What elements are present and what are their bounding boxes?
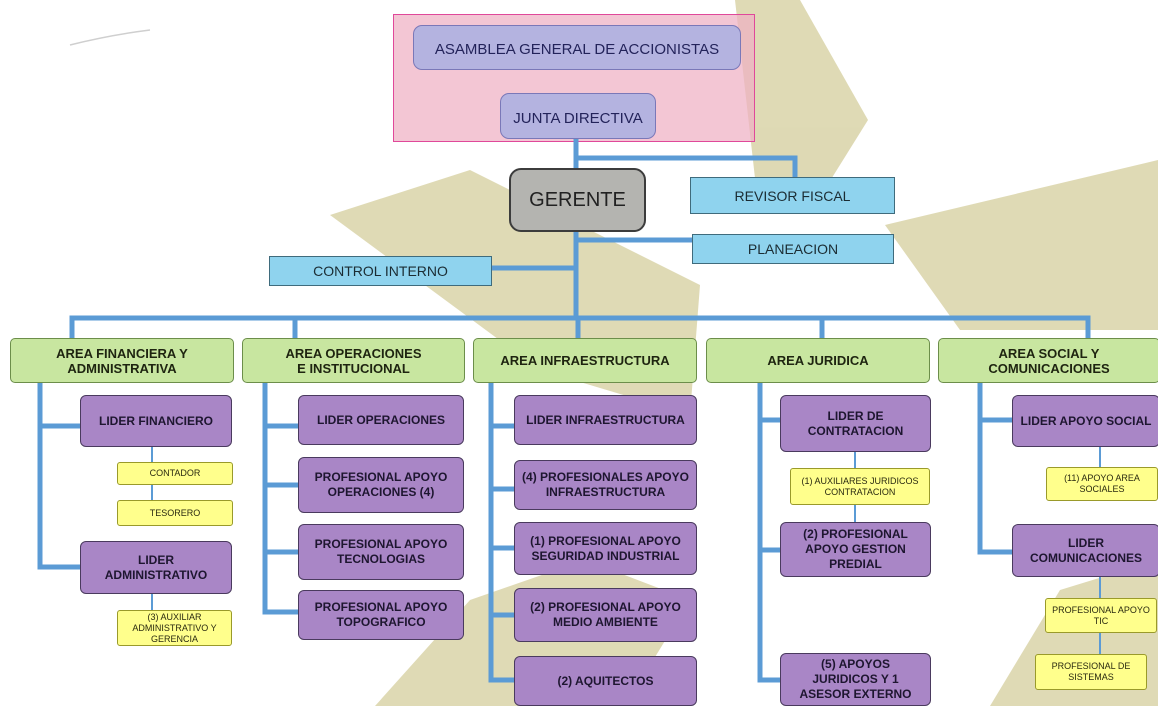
area-operaciones-label: AREA OPERACIONES E INSTITUCIONAL: [285, 345, 422, 376]
profesional-apoyo-medio-ambiente-label: (2) PROFESIONAL APOYO MEDIO AMBIENTE: [530, 600, 681, 629]
profesional-apoyo-topografico-label: PROFESIONAL APOYO TOPOGRAFICO: [314, 600, 448, 629]
profesional-apoyo-predial-box: (2) PROFESIONAL APOYO GESTION PREDIAL: [780, 522, 931, 577]
profesional-sistemas-label: PROFESIONAL DE SISTEMAS: [1051, 661, 1131, 682]
profesional-sistemas-box: PROFESIONAL DE SISTEMAS: [1035, 654, 1147, 690]
auxiliares-juridicos-label: (1) AUXILIARES JURIDICOS CONTRATACION: [801, 475, 919, 497]
auxiliares-juridicos-box: (1) AUXILIARES JURIDICOS CONTRATACION: [790, 468, 930, 505]
area-financiera-label: AREA FINANCIERA Y ADMINISTRATIVA: [56, 345, 188, 376]
area-social-label: AREA SOCIAL Y COMUNICACIONES: [988, 345, 1110, 376]
aquitectos-box: (2) AQUITECTOS: [514, 656, 697, 706]
asamblea-label: ASAMBLEA GENERAL DE ACCIONISTAS: [434, 41, 720, 58]
area-social-box: AREA SOCIAL Y COMUNICACIONES: [938, 338, 1158, 383]
junta-box: JUNTA DIRECTIVA: [500, 93, 656, 139]
gerente-label: GERENTE: [529, 188, 626, 211]
profesionales-apoyo-infraestructura-label: (4) PROFESIONALES APOYO INFRAESTRUCTURA: [522, 470, 689, 499]
lider-operaciones-label: LIDER OPERACIONES: [316, 412, 445, 427]
planeacion-label: PLANEACION: [747, 241, 839, 257]
revisor-fiscal-label: REVISOR FISCAL: [734, 187, 851, 204]
profesional-apoyo-operaciones-label: PROFESIONAL APOYO OPERACIONES (4): [314, 470, 448, 499]
profesional-apoyo-tecnologias-label: PROFESIONAL APOYO TECNOLOGIAS: [314, 537, 448, 566]
planeacion-box: PLANEACION: [692, 234, 894, 264]
lider-contratacion-label: LIDER DE CONTRATACION: [807, 408, 904, 438]
gerente-box: GERENTE: [509, 168, 646, 232]
area-juridica-label: AREA JURIDICA: [767, 353, 869, 368]
apoyos-juridicos-box: (5) APOYOS JURIDICOS Y 1 ASESOR EXTERNO: [780, 653, 931, 706]
profesional-apoyo-operaciones-box: PROFESIONAL APOYO OPERACIONES (4): [298, 457, 464, 513]
profesionales-apoyo-infraestructura-box: (4) PROFESIONALES APOYO INFRAESTRUCTURA: [514, 460, 697, 510]
profesional-apoyo-tic-label: PROFESIONAL APOYO TIC: [1052, 604, 1150, 626]
aquitectos-label: (2) AQUITECTOS: [557, 673, 654, 688]
lider-financiero-box: LIDER FINANCIERO: [80, 395, 232, 447]
asamblea-box: ASAMBLEA GENERAL DE ACCIONISTAS: [413, 25, 741, 70]
apoyo-area-sociales-box: (11) APOYO AREA SOCIALES: [1046, 467, 1158, 501]
control-interno-label: CONTROL INTERNO: [313, 263, 448, 279]
area-juridica-box: AREA JURIDICA: [706, 338, 930, 383]
profesional-apoyo-seguridad-label: (1) PROFESIONAL APOYO SEGURIDAD INDUSTRI…: [530, 533, 681, 563]
lider-administrativo-label: LIDER ADMINISTRATIVO: [104, 552, 208, 582]
auxiliar-administrativo-label: (3) AUXILIAR ADMINISTRATIVO Y GERENCIA: [132, 611, 217, 644]
revisor-fiscal-box: REVISOR FISCAL: [690, 177, 895, 214]
area-infraestructura-label: AREA INFRAESTRUCTURA: [500, 353, 670, 368]
lider-comunicaciones-label: LIDER COMUNICACIONES: [1029, 535, 1142, 565]
profesional-apoyo-tecnologias-box: PROFESIONAL APOYO TECNOLOGIAS: [298, 524, 464, 580]
control-interno-box: CONTROL INTERNO: [269, 256, 492, 286]
profesional-apoyo-predial-label: (2) PROFESIONAL APOYO GESTION PREDIAL: [803, 527, 908, 571]
lider-contratacion-box: LIDER DE CONTRATACION: [780, 395, 931, 452]
tesorero-label: TESORERO: [149, 507, 201, 518]
area-financiera-box: AREA FINANCIERA Y ADMINISTRATIVA: [10, 338, 234, 383]
lider-infraestructura-box: LIDER INFRAESTRUCTURA: [514, 395, 697, 445]
profesional-apoyo-topografico-box: PROFESIONAL APOYO TOPOGRAFICO: [298, 590, 464, 640]
lider-apoyo-social-box: LIDER APOYO SOCIAL: [1012, 395, 1158, 447]
lider-apoyo-social-label: LIDER APOYO SOCIAL: [1020, 413, 1152, 428]
tesorero-box: TESORERO: [117, 500, 233, 526]
profesional-apoyo-seguridad-box: (1) PROFESIONAL APOYO SEGURIDAD INDUSTRI…: [514, 522, 697, 575]
lider-financiero-label: LIDER FINANCIERO: [99, 413, 213, 428]
area-infraestructura-box: AREA INFRAESTRUCTURA: [473, 338, 697, 383]
junta-label: JUNTA DIRECTIVA: [513, 109, 643, 127]
lider-infraestructura-label: LIDER INFRAESTRUCTURA: [526, 412, 685, 427]
lider-operaciones-box: LIDER OPERACIONES: [298, 395, 464, 445]
profesional-apoyo-medio-ambiente-box: (2) PROFESIONAL APOYO MEDIO AMBIENTE: [514, 588, 697, 642]
contador-label: CONTADOR: [149, 468, 201, 478]
contador-box: CONTADOR: [117, 462, 233, 485]
apoyo-area-sociales-label: (11) APOYO AREA SOCIALES: [1064, 473, 1140, 494]
auxiliar-administrativo-box: (3) AUXILIAR ADMINISTRATIVO Y GERENCIA: [117, 610, 232, 646]
apoyos-juridicos-label: (5) APOYOS JURIDICOS Y 1 ASESOR EXTERNO: [799, 657, 912, 701]
lider-comunicaciones-box: LIDER COMUNICACIONES: [1012, 524, 1158, 577]
lider-administrativo-box: LIDER ADMINISTRATIVO: [80, 541, 232, 594]
area-operaciones-box: AREA OPERACIONES E INSTITUCIONAL: [242, 338, 465, 383]
profesional-apoyo-tic-box: PROFESIONAL APOYO TIC: [1045, 598, 1157, 633]
